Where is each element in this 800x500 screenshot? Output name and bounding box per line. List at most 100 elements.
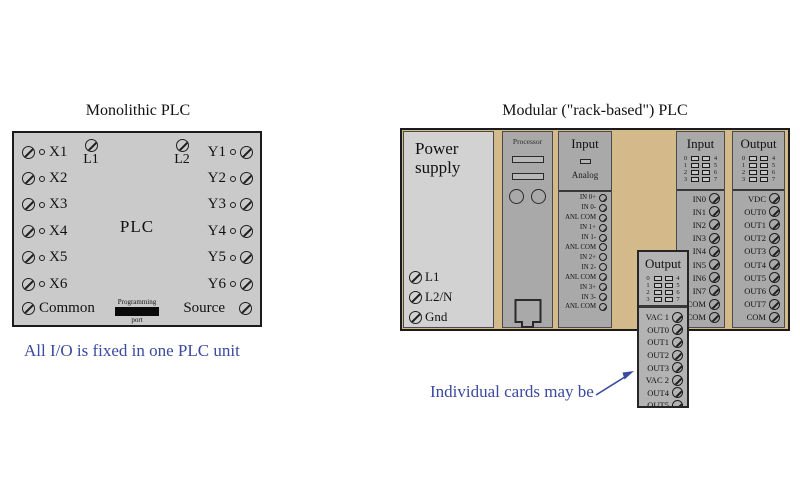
led-indicator-row: 2 6 xyxy=(639,289,687,296)
terminal-row: COM xyxy=(735,311,780,324)
terminal-label: ANL COM xyxy=(565,303,596,311)
screw-terminal-icon xyxy=(240,277,253,291)
output-card-terminals: VAC 1 OUT0 OUT1 OUT2 OUT3 VAC 2 OUT4 xyxy=(641,311,683,406)
indicator-dot-icon xyxy=(230,228,236,235)
terminal-label: IN 1+ xyxy=(579,224,596,232)
terminal-label: ANL COM xyxy=(565,214,596,222)
analog-input-module: Input Analog IN 0+ IN 0- ANL COM IN 1+ xyxy=(558,131,612,328)
power-terminal-label: L2/N xyxy=(425,289,453,304)
screw-terminal-icon xyxy=(599,283,607,292)
led-indicator-icon xyxy=(691,156,699,161)
output-terminal-label: Y4 xyxy=(207,222,226,239)
discrete-input-terminals: IN0 IN1 IN2 IN3 IN4 IN5 xyxy=(679,192,720,324)
monolithic-caption: All I/O is fixed in one PLC unit xyxy=(24,341,240,360)
screw-terminal-icon xyxy=(599,223,607,232)
terminal-row: OUT2 xyxy=(735,232,780,245)
led-indicator-row: 1 5 xyxy=(677,162,724,169)
led-indicator-row: 1 5 xyxy=(639,282,687,289)
terminal-row: ANL COM xyxy=(561,302,607,312)
discrete-output-header: Output 0 4 1 5 2 xyxy=(733,136,784,191)
power-terminal-label: Gnd xyxy=(425,309,448,324)
led-indicator-icon xyxy=(749,170,757,175)
terminal-row: OUT6 xyxy=(735,284,780,297)
terminal-label: VAC 1 xyxy=(645,312,669,323)
led-indicator-row: 0 4 xyxy=(677,155,724,162)
terminal-row: OUT5 xyxy=(641,399,683,406)
indicator-dot-icon xyxy=(39,281,45,288)
screw-terminal-icon xyxy=(239,301,252,315)
indicator-dot-icon xyxy=(39,254,45,261)
led-number-right: 4 xyxy=(676,275,680,282)
screw-terminal-icon xyxy=(672,387,683,399)
led-number-right: 6 xyxy=(771,169,776,176)
screw-terminal-icon xyxy=(672,324,683,336)
input-terminal-row: X1 xyxy=(22,139,67,165)
indicator-dot-icon xyxy=(230,281,236,288)
terminal-row: ANL COM xyxy=(561,272,607,282)
led-indicator-row: 2 6 xyxy=(677,169,724,176)
programming-port-label: Programming xyxy=(117,297,157,306)
screw-terminal-icon xyxy=(672,362,683,374)
screw-terminal-icon xyxy=(769,245,780,257)
terminal-row: IN 2- xyxy=(561,262,607,272)
terminal-row: IN0 xyxy=(679,192,720,205)
led-number-left: 2 xyxy=(683,169,688,176)
screw-terminal-icon xyxy=(769,298,780,310)
programming-port-icon xyxy=(115,307,159,317)
terminal-label: IN0 xyxy=(692,193,706,204)
led-indicator-icon xyxy=(691,177,699,182)
terminal-row: IN 2+ xyxy=(561,252,607,262)
screw-terminal-icon xyxy=(769,259,780,271)
terminal-label: IN2 xyxy=(692,219,706,230)
screw-terminal-icon xyxy=(599,293,607,302)
screw-terminal-icon xyxy=(769,285,780,297)
output-terminal-label: Y1 xyxy=(207,143,226,160)
led-number-left: 1 xyxy=(741,162,746,169)
terminal-label: IN6 xyxy=(692,272,706,283)
terminal-label: OUT1 xyxy=(647,337,669,348)
terminal-row: IN2 xyxy=(679,218,720,231)
analog-input-terminals: IN 0+ IN 0- ANL COM IN 1+ IN 1- ANL COM xyxy=(561,193,607,312)
l1-terminal-label: L1 xyxy=(83,152,99,167)
common-terminal-label: Common xyxy=(39,299,95,316)
output-terminal-row: Y5 xyxy=(208,245,253,271)
led-indicator-row: 0 4 xyxy=(639,275,687,282)
screw-terminal-icon xyxy=(22,145,35,159)
led-number-left: 0 xyxy=(683,155,688,162)
led-indicator-icon xyxy=(664,297,673,302)
screw-terminal-icon xyxy=(599,243,607,252)
screw-terminal-icon xyxy=(599,253,607,262)
modular-caption: Individual cards may be xyxy=(430,382,594,401)
output-terminal-label: Y2 xyxy=(207,170,226,187)
analog-input-title: Input xyxy=(571,136,599,151)
status-circle-icon xyxy=(531,189,546,204)
programming-port: Programming port xyxy=(102,297,172,325)
terminal-label: VAC 2 xyxy=(645,375,669,386)
power-terminal-row: L2/N xyxy=(409,287,452,307)
output-terminal-label: Y6 xyxy=(207,275,226,292)
terminal-row: IN7 xyxy=(679,284,720,297)
led-indicator-icon xyxy=(702,170,710,175)
terminal-row: ANL COM xyxy=(561,213,607,223)
led-number-left: 3 xyxy=(741,176,746,183)
indicator-dot-icon xyxy=(39,228,45,235)
terminal-row: OUT1 xyxy=(735,218,780,231)
screw-terminal-icon xyxy=(599,213,607,222)
screw-terminal-icon xyxy=(22,224,35,238)
terminal-row: IN4 xyxy=(679,245,720,258)
output-card-header: Output 0 4 1 5 2 6 xyxy=(639,256,687,308)
terminal-label: IN 2- xyxy=(581,263,596,271)
monolithic-plc-unit: L1 L2 X1 X2 X3 X4 xyxy=(12,131,262,327)
screw-terminal-icon xyxy=(769,219,780,231)
led-number-right: 7 xyxy=(771,176,776,183)
output-terminal-column: Y1 Y2 Y3 Y4 Y5 Y6 xyxy=(208,139,253,297)
status-circle-icon xyxy=(509,189,524,204)
input-terminal-row: X5 xyxy=(22,245,67,271)
plc-rack: Power supply L1 L2/N Gnd Processor xyxy=(400,128,790,331)
led-grid: 0 4 1 5 2 6 3 xyxy=(677,155,724,183)
discrete-output-module: Output 0 4 1 5 2 xyxy=(732,131,785,328)
removable-output-card: Output 0 4 1 5 2 6 xyxy=(637,250,689,408)
input-terminal-column: X1 X2 X3 X4 X5 X6 xyxy=(22,139,67,297)
led-indicator-icon xyxy=(702,163,710,168)
terminal-label: ANL COM xyxy=(565,273,596,281)
